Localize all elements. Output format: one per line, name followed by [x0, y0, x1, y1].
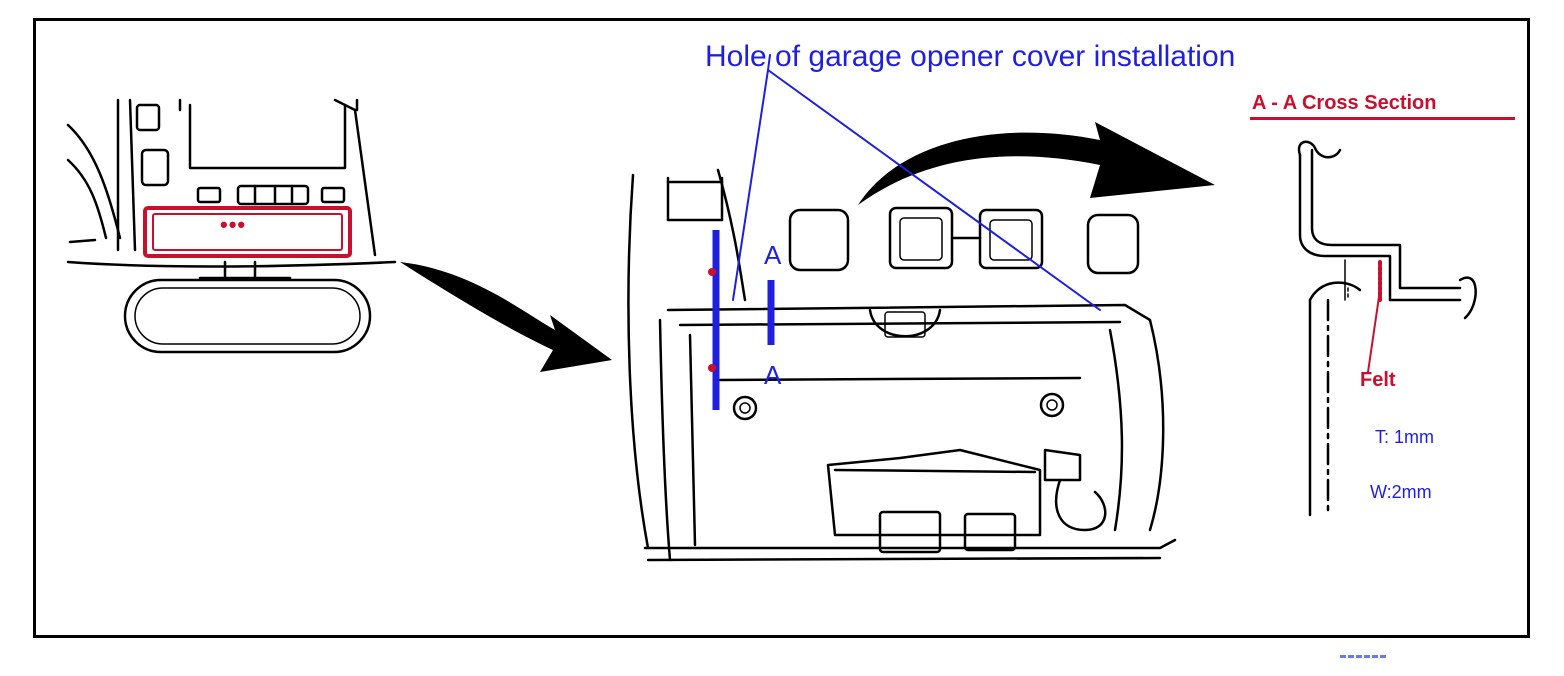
cross-section-drawing: [1297, 140, 1477, 517]
section-red-ticks: [708, 268, 716, 372]
cross-section-title-underline: [1250, 117, 1515, 120]
hole-callout-label: Hole of garage opener cover installation: [705, 40, 1236, 73]
callout-lines: [732, 54, 1101, 311]
flow-arrow-right: [858, 122, 1215, 205]
felt-leader-line: [1367, 289, 1381, 373]
section-cut-markers: [712, 230, 775, 410]
section-marker-a-top: A: [764, 240, 782, 270]
felt-thickness-label: T: 1mm: [1375, 427, 1435, 447]
garage-opener-cutaway-drawing: [627, 168, 1177, 562]
cross-section-title: A - A Cross Section: [1252, 92, 1437, 114]
console-button-dots: •••: [220, 212, 247, 237]
footer-dash-mark: [1340, 655, 1386, 658]
section-marker-a-bottom: A: [764, 360, 782, 390]
overhead-console-drawing: [66, 98, 397, 354]
felt-width-label: W:2mm: [1370, 482, 1432, 502]
flow-arrow-left: [400, 262, 612, 372]
diagram-frame: [33, 18, 1530, 638]
felt-label: Felt: [1360, 369, 1396, 391]
